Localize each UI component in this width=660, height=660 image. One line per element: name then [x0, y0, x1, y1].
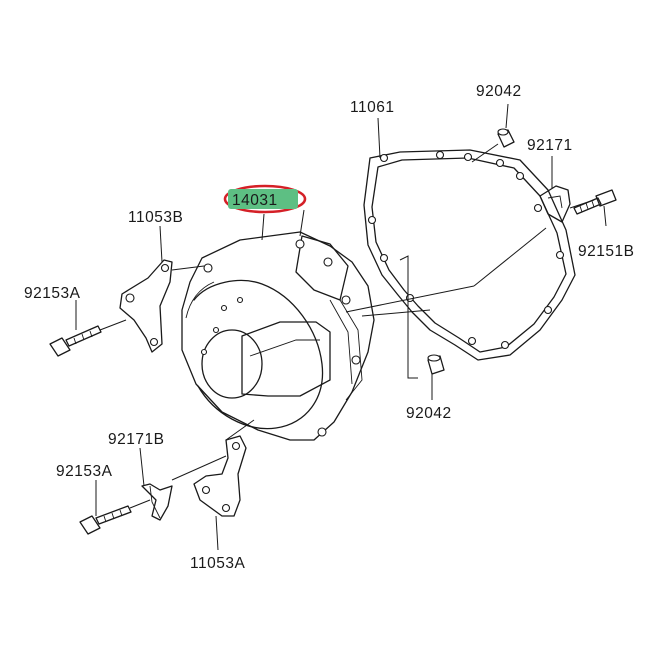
generator-cover-14031 [181, 231, 375, 441]
bolt-92153A-top [49, 325, 102, 357]
label-11053B[interactable]: 11053B [128, 209, 183, 226]
label-11053A[interactable]: 11053A [190, 555, 245, 572]
label-92171[interactable]: 92171 [527, 137, 573, 154]
bracket-92171 [539, 185, 571, 223]
gasket-11061 [363, 149, 576, 361]
highlight-fill [228, 189, 298, 209]
bolt-92153A-bottom [79, 505, 132, 535]
dowel-pin-92042-top [471, 128, 515, 163]
dowel-pin-92042-bottom [427, 354, 445, 375]
bracket-92171B [141, 483, 173, 521]
label-92153A-top[interactable]: 92153A [24, 285, 81, 302]
bracket-11053A [193, 435, 247, 517]
bolt-92151B [573, 189, 617, 215]
label-92153A-bottom[interactable]: 92153A [56, 463, 113, 480]
label-92151B[interactable]: 92151B [578, 243, 634, 260]
label-11061[interactable]: 11061 [350, 99, 394, 116]
label-14031[interactable]: 14031 [232, 192, 278, 209]
leader-lines [75, 103, 607, 551]
bracket-11053B [119, 259, 173, 353]
label-92171B[interactable]: 92171B [108, 431, 164, 448]
label-92042-top[interactable]: 92042 [476, 83, 522, 100]
label-92042-bottom[interactable]: 92042 [406, 405, 452, 422]
